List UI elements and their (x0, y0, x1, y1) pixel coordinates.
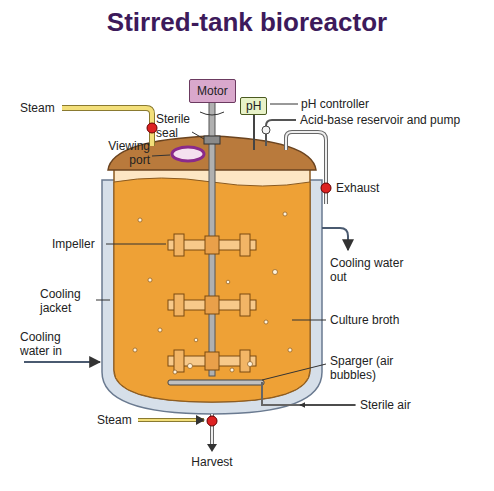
part-label: Sterile air (360, 398, 411, 412)
node-text: Motor (197, 84, 228, 98)
part-label: Culture broth (330, 313, 399, 327)
part-label: Steam (97, 413, 132, 427)
part-label: Impeller (52, 237, 95, 251)
node-text: pH (246, 99, 261, 113)
part-label: Harvest (186, 455, 238, 469)
part-label: Exhaust (336, 181, 379, 195)
part-label: Cooling water in (20, 330, 90, 358)
part-label: pH controller (301, 97, 369, 111)
part-label: Cooling water out (330, 256, 406, 284)
part-label: Viewing port (96, 139, 150, 167)
ph-box: pH (240, 97, 267, 115)
part-label: Sparger (air bubbles) (330, 354, 412, 382)
diagram-title: Stirred-tank bioreactor (0, 6, 494, 38)
part-label: Cooling jacket (40, 287, 96, 315)
part-label: Steam (20, 101, 55, 115)
part-label: Sterile seal (156, 112, 198, 140)
part-label: Acid-base reservoir and pump (300, 113, 460, 127)
motor-box: Motor (189, 79, 236, 103)
